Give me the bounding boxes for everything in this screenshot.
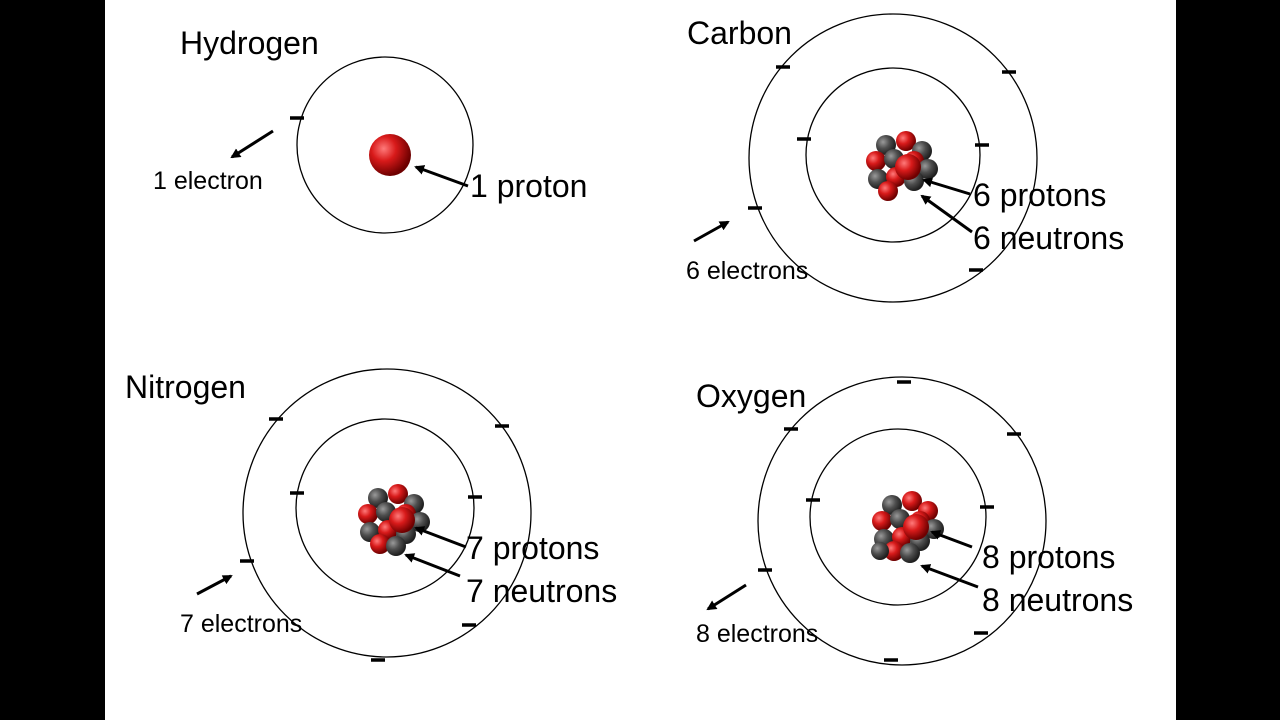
electron-arrow — [694, 222, 728, 241]
proton-count-label: 7 protons — [466, 532, 599, 564]
neutron-count-label: 7 neutrons — [466, 575, 617, 607]
proton — [369, 134, 411, 176]
neutron-arrow — [406, 555, 460, 576]
proton-arrow — [416, 167, 468, 186]
proton-count-label: 6 protons — [973, 179, 1106, 211]
nucleon — [903, 514, 929, 540]
atom-name-oxygen: Oxygen — [696, 380, 806, 412]
proton-arrow — [924, 180, 970, 194]
neutron-count-label: 8 neutrons — [982, 584, 1133, 616]
atom-name-nitrogen: Nitrogen — [125, 371, 246, 403]
nucleon — [878, 181, 898, 201]
nucleus — [358, 484, 430, 556]
nucleus — [871, 491, 944, 563]
electron-count-label: 1 electron — [153, 169, 263, 194]
nucleon — [871, 542, 889, 560]
electron-arrow — [708, 585, 746, 609]
electron-arrow — [232, 131, 273, 157]
electron-count-label: 6 electrons — [686, 259, 808, 284]
electron-count-label: 8 electrons — [696, 622, 818, 647]
nucleon — [866, 151, 886, 171]
nucleon — [358, 504, 378, 524]
nucleon — [900, 543, 920, 563]
nucleus — [866, 131, 938, 201]
atom-name-carbon: Carbon — [687, 17, 792, 49]
electron-count-label: 7 electrons — [180, 612, 302, 637]
proton-arrow — [416, 528, 466, 547]
neutron-count-label: 6 neutrons — [973, 222, 1124, 254]
proton-arrow — [932, 532, 972, 547]
nucleon — [386, 536, 406, 556]
proton-count-label: 1 proton — [470, 170, 587, 202]
electron-arrow — [197, 576, 231, 594]
proton-count-label: 8 protons — [982, 541, 1115, 573]
slide: Hydrogen 1 electron 1 proton Carbon 6 el… — [105, 0, 1176, 720]
atom-name-hydrogen: Hydrogen — [180, 27, 319, 59]
nucleon — [389, 507, 415, 533]
neutron-arrow — [922, 196, 972, 232]
nucleon — [872, 511, 892, 531]
nucleon — [895, 154, 921, 180]
atom-hydrogen — [232, 57, 473, 233]
nucleus — [369, 134, 411, 176]
